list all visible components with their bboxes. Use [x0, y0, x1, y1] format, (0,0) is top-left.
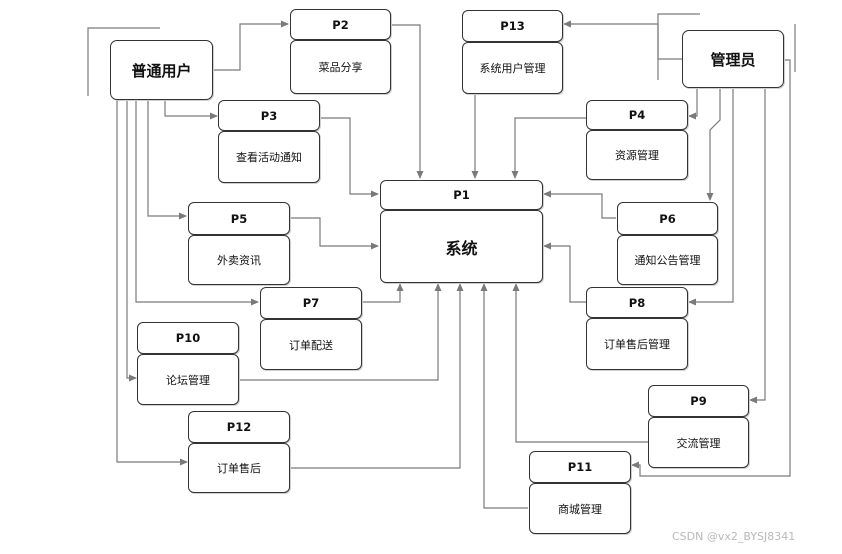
p13-body: 系统用户管理: [462, 42, 563, 94]
link-admin-p11: [631, 59, 791, 477]
link-admin-p6: [706, 88, 721, 201]
link-user-p2: [213, 20, 289, 71]
link-admin-p13: [563, 20, 682, 60]
p13-header: P13: [462, 10, 563, 42]
p1-body: 系统: [380, 210, 543, 283]
p2-header: P2: [290, 9, 391, 40]
p5-header: P5: [188, 202, 290, 235]
p10-body: 论坛管理: [137, 354, 239, 405]
link-admin-p8: [688, 88, 734, 306]
p11-header: P11: [529, 451, 631, 483]
link-user-p12: [116, 100, 188, 466]
p12-header: P12: [188, 411, 290, 443]
p5-body: 外卖资讯: [188, 235, 290, 285]
p12-body: 订单售后: [188, 443, 290, 493]
p8-header: P8: [586, 287, 688, 318]
watermark-text: CSDN @vx2_BYSJ8341: [672, 530, 796, 543]
link-p6-p1: [543, 190, 616, 219]
p8-body: 订单售后管理: [586, 318, 688, 370]
actor-admin: 管理员: [682, 30, 784, 88]
link-p11-p1: [480, 283, 528, 509]
p11-body: 商城管理: [529, 483, 631, 534]
p9-header: P9: [648, 385, 749, 417]
p9-body: 交流管理: [648, 417, 749, 468]
link-admin-p9: [749, 88, 766, 404]
link-p2-p1: [392, 24, 424, 179]
link-p5-p1: [291, 217, 379, 250]
link-user-p5: [147, 100, 187, 220]
link-p9-p1: [512, 283, 648, 443]
link-p8-p1: [543, 242, 586, 303]
p10-header: P10: [137, 322, 239, 354]
p7-body: 订单配送: [260, 319, 362, 370]
p4-body: 资源管理: [586, 130, 688, 180]
link-user-p7: [135, 100, 259, 306]
link-admin-p4: [688, 88, 698, 120]
deco-line-left: [87, 27, 160, 96]
link-user-p3: [164, 100, 218, 120]
link-user-p10: [126, 100, 137, 382]
p4-header: P4: [586, 100, 688, 130]
p2-body: 菜品分享: [290, 40, 391, 94]
p3-header: P3: [218, 100, 320, 131]
p7-header: P7: [260, 287, 362, 319]
link-p10-p1: [240, 283, 442, 381]
actor-user: 普通用户: [110, 40, 213, 100]
p1-header: P1: [380, 180, 543, 210]
link-p12-p1: [291, 283, 464, 469]
link-p4-p1: [511, 117, 586, 179]
p3-body: 查看活动通知: [218, 131, 320, 183]
link-p3-p1: [321, 117, 379, 198]
p6-header: P6: [617, 202, 718, 235]
p6-body: 通知公告管理: [617, 235, 718, 285]
link-p7-p1: [363, 283, 404, 303]
